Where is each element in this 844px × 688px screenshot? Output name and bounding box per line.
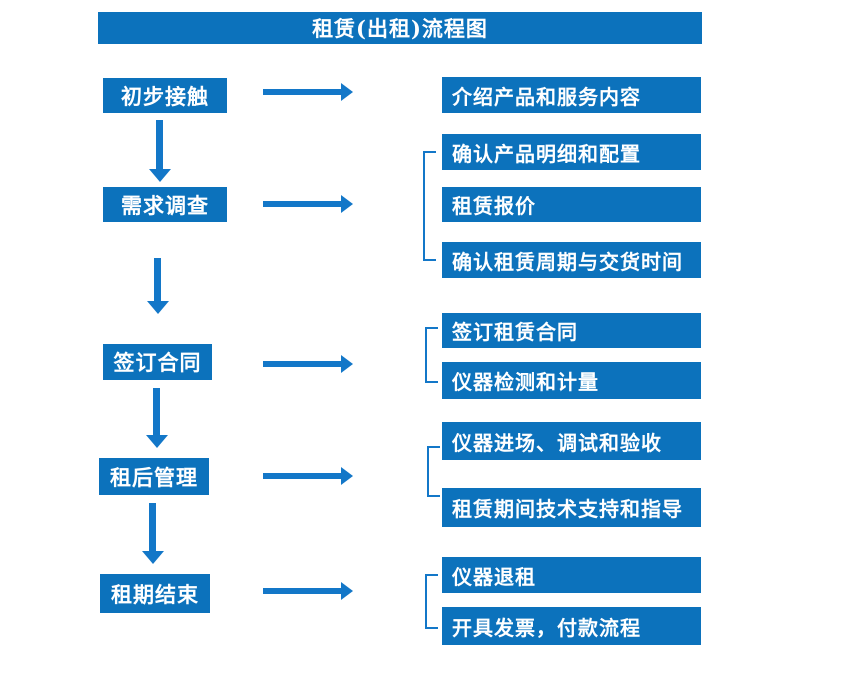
- output-box-instrument-return: 仪器退租: [442, 557, 701, 593]
- output-box-rental-quote: 租赁报价: [442, 187, 701, 222]
- down-arrow-icon: [142, 503, 164, 564]
- step-box-initial-contact: 初步接触: [103, 78, 227, 113]
- down-arrow-icon: [147, 258, 169, 314]
- right-arrow-icon: [263, 467, 353, 485]
- right-arrow-icon: [263, 83, 353, 101]
- output-box-instrument-setup-acceptance: 仪器进场、调试和验收: [442, 422, 701, 460]
- step-box-demand-survey: 需求调查: [103, 187, 227, 222]
- output-box-confirm-rental-period-delivery: 确认租赁周期与交货时间: [442, 242, 701, 278]
- output-box-sign-rental-contract: 签订租赁合同: [442, 313, 701, 348]
- page-title: 租赁(出租)流程图: [312, 16, 488, 41]
- group-bracket-post-rental-management: [427, 446, 440, 497]
- output-box-invoice-payment: 开具发票，付款流程: [442, 607, 701, 645]
- down-arrow-icon: [146, 388, 168, 448]
- down-arrow-icon: [149, 120, 171, 182]
- title-bar: 租赁(出租)流程图: [98, 12, 702, 44]
- step-box-post-rental-management: 租后管理: [99, 458, 209, 495]
- step-box-sign-contract: 签订合同: [103, 344, 212, 380]
- right-arrow-icon: [263, 195, 353, 213]
- output-box-instrument-inspection-metering: 仪器检测和计量: [442, 362, 701, 399]
- group-bracket-sign-contract: [425, 327, 438, 383]
- right-arrow-icon: [263, 582, 353, 600]
- output-box-introduce-products-services: 介绍产品和服务内容: [442, 77, 701, 113]
- output-box-confirm-product-details: 确认产品明细和配置: [442, 134, 701, 170]
- output-box-technical-support-guidance: 租赁期间技术支持和指导: [442, 488, 701, 527]
- right-arrow-icon: [263, 355, 353, 373]
- group-bracket-demand-survey: [423, 151, 436, 261]
- step-box-rental-end: 租期结束: [100, 574, 210, 613]
- group-bracket-rental-end: [425, 574, 438, 629]
